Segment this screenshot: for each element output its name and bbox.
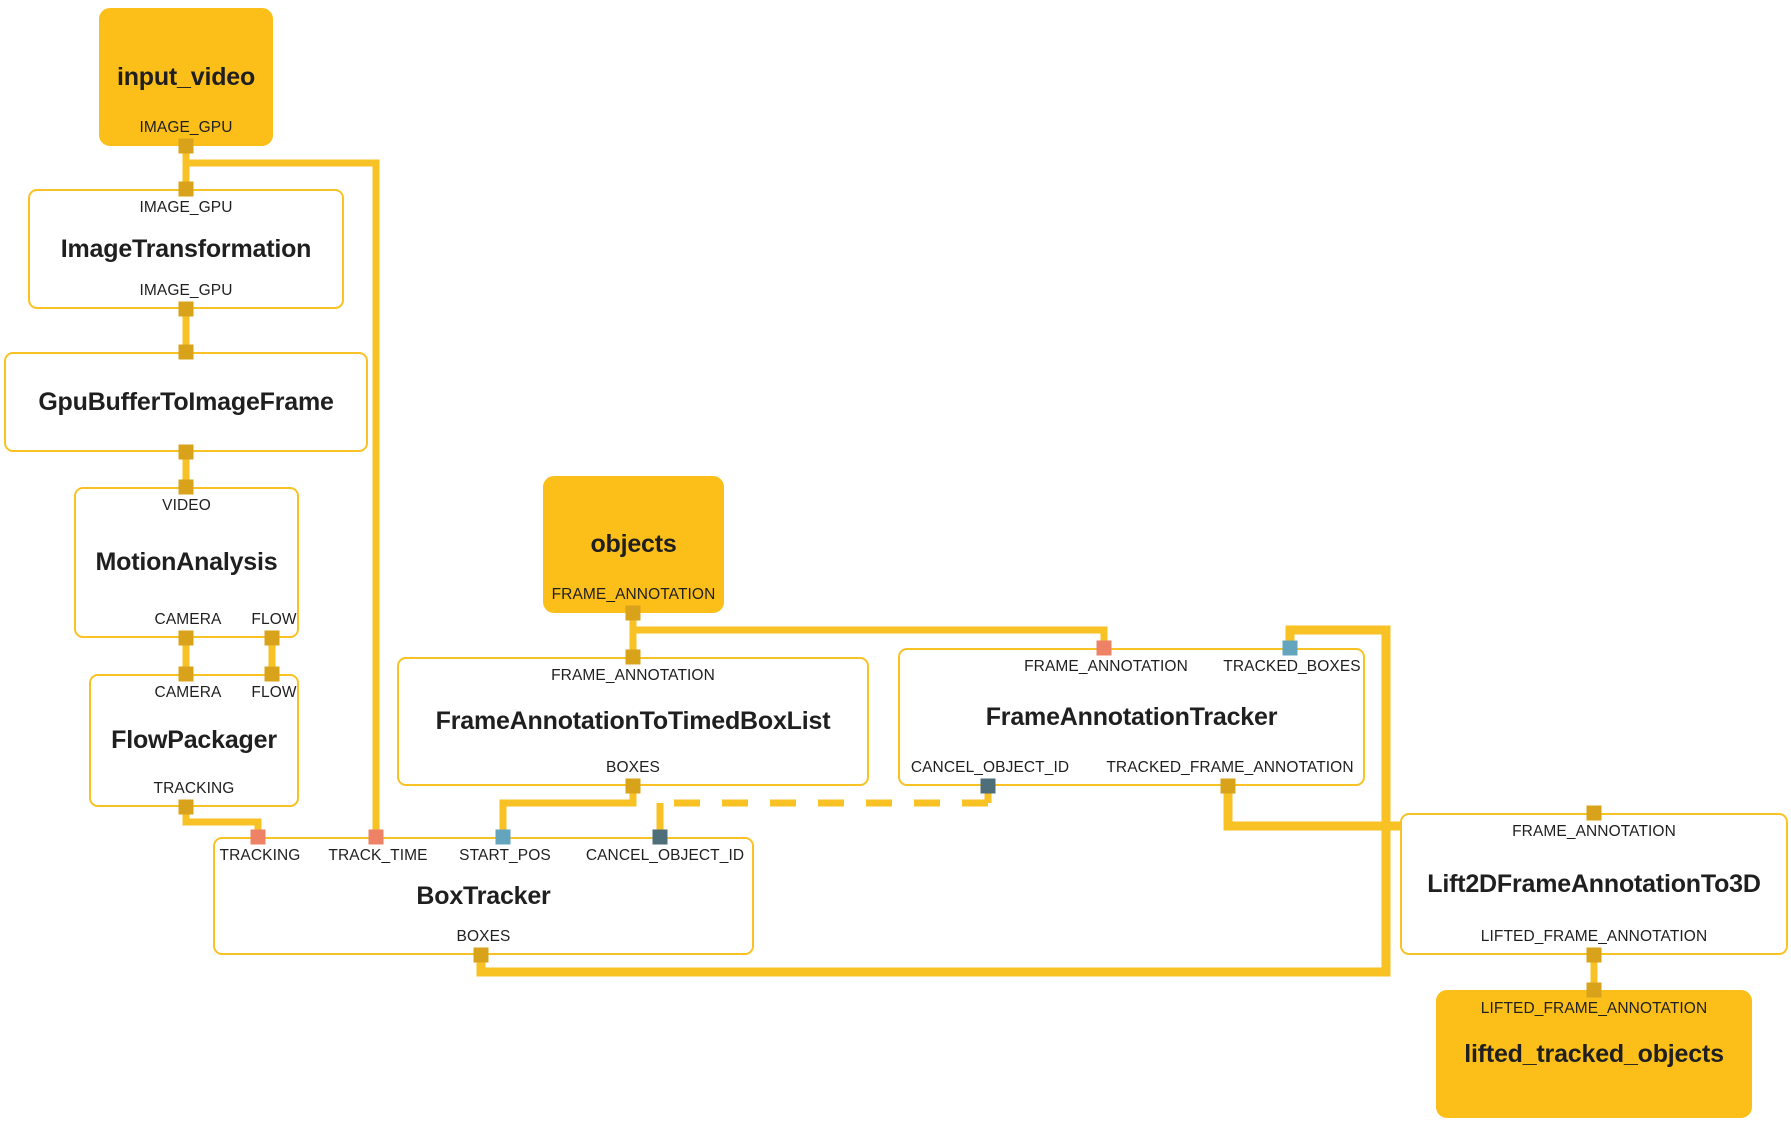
edge-fattbl-boxtracker-startpos [499, 786, 637, 837]
port-label-tracked-frame-annotation-out: TRACKED_FRAME_ANNOTATION [1106, 758, 1354, 776]
port-label-frame-annotation-out: FRAME_ANNOTATION [551, 585, 716, 603]
pin-frame-annotation-tracker-in-tracked-boxes[interactable] [1282, 640, 1298, 656]
port-row-outputs: BOXES [399, 758, 867, 776]
port-label-camera-in: CAMERA [154, 684, 222, 701]
pin-gpu-buffer-out[interactable] [178, 444, 194, 460]
pin-frame-annotation-tracker-out-tracked-frame-annotation[interactable] [1220, 778, 1236, 794]
port-row-outputs: LIFTED_FRAME_ANNOTATION [1402, 927, 1786, 945]
node-flow-packager[interactable]: CAMERA FLOW FlowPackager TRACKING [89, 674, 299, 807]
port-row-outputs: BOXES [215, 927, 752, 945]
node-title: ImageTransformation [60, 234, 312, 263]
pin-input-video-out-image-gpu[interactable] [178, 138, 194, 154]
port-label-cancel-object-id-in: CANCEL_OBJECT_ID [585, 847, 745, 864]
port-row-inputs: FRAME_ANNOTATION [399, 668, 867, 684]
node-title: FrameAnnotationToTimedBoxList [435, 707, 831, 736]
node-gpu-buffer-to-image-frame[interactable]: GpuBufferToImageFrame [4, 352, 368, 452]
port-row-outputs: IMAGE_GPU [101, 118, 271, 136]
pin-fattbl-in-frame-annotation[interactable] [625, 649, 641, 665]
port-label-frame-annotation-in: FRAME_ANNOTATION [1512, 823, 1676, 840]
port-row-outputs: IMAGE_GPU [30, 281, 342, 299]
port-label-start-pos-in: START_POS [459, 847, 551, 864]
port-label-lifted-frame-annotation-out: LIFTED_FRAME_ANNOTATION [1480, 927, 1708, 945]
pin-motion-analysis-in-video[interactable] [178, 479, 194, 495]
node-title: GpuBufferToImageFrame [38, 387, 334, 416]
port-label-image-gpu-in: IMAGE_GPU [139, 199, 233, 216]
port-label-flow-out: FLOW [251, 610, 297, 628]
node-objects[interactable]: objects FRAME_ANNOTATION [543, 476, 724, 613]
node-input-video[interactable]: input_video IMAGE_GPU [99, 8, 273, 146]
port-row-outputs: FRAME_ANNOTATION [545, 585, 722, 603]
pin-frame-annotation-tracker-in-frame-annotation[interactable] [1096, 640, 1112, 656]
node-box-tracker[interactable]: TRACKING TRACK_TIME START_POS CANCEL_OBJ… [213, 837, 754, 955]
port-label-lifted-frame-annotation-in: LIFTED_FRAME_ANNOTATION [1480, 1000, 1708, 1017]
pin-box-tracker-in-track-time[interactable] [368, 829, 384, 845]
pin-lifted-tracked-objects-in[interactable] [1586, 982, 1602, 998]
port-label-track-time-in: TRACK_TIME [328, 847, 428, 864]
port-label-boxes-out: BOXES [606, 758, 660, 776]
pin-objects-out-frame-annotation[interactable] [625, 605, 641, 621]
pin-lift2d-in-frame-annotation[interactable] [1586, 805, 1602, 821]
port-label-frame-annotation-in: FRAME_ANNOTATION [551, 667, 715, 684]
pin-motion-analysis-out-flow[interactable] [264, 630, 280, 646]
node-title: Lift2DFrameAnnotationTo3D [1427, 869, 1761, 898]
pin-flow-packager-out-tracking[interactable] [178, 799, 194, 815]
pin-motion-analysis-out-camera[interactable] [178, 630, 194, 646]
port-row-inputs: IMAGE_GPU [30, 200, 342, 216]
pin-frame-annotation-tracker-out-cancel-object-id[interactable] [980, 778, 996, 794]
port-label-image-gpu-out: IMAGE_GPU [139, 281, 233, 299]
port-label-tracked-boxes-in: TRACKED_BOXES [1223, 658, 1361, 675]
pin-image-transformation-out-image-gpu[interactable] [178, 301, 194, 317]
port-label-image-gpu: IMAGE_GPU [139, 118, 233, 136]
port-row-inputs: FRAME_ANNOTATION [1402, 824, 1786, 840]
edge-objects-frameannotationtracker [633, 626, 1108, 648]
node-motion-analysis[interactable]: VIDEO MotionAnalysis CAMERA FLOW [74, 487, 299, 638]
port-label-video: VIDEO [162, 497, 211, 514]
node-title: FrameAnnotationTracker [985, 702, 1278, 731]
node-frame-annotation-tracker[interactable]: FRAME_ANNOTATION TRACKED_BOXES FrameAnno… [898, 648, 1365, 786]
pin-box-tracker-out-boxes[interactable] [473, 947, 489, 963]
node-lifted-tracked-objects[interactable]: LIFTED_FRAME_ANNOTATION lifted_tracked_o… [1436, 990, 1752, 1118]
pin-box-tracker-in-cancel-object-id[interactable] [652, 829, 668, 845]
port-label-tracking-out: TRACKING [153, 779, 235, 797]
port-label-camera-out: CAMERA [154, 610, 222, 628]
port-label-flow-in: FLOW [251, 684, 297, 701]
pin-lift2d-out-lifted-frame-annotation[interactable] [1586, 947, 1602, 963]
pin-flow-packager-in-camera[interactable] [178, 666, 194, 682]
port-label-cancel-object-id-out: CANCEL_OBJECT_ID [910, 758, 1070, 776]
node-title: BoxTracker [416, 881, 551, 910]
node-title: MotionAnalysis [95, 548, 278, 577]
pin-gpu-buffer-in[interactable] [178, 344, 194, 360]
node-title: lifted_tracked_objects [1464, 1039, 1724, 1068]
node-title: FlowPackager [111, 726, 277, 755]
port-row-inputs: LIFTED_FRAME_ANNOTATION [1438, 1001, 1750, 1017]
pin-fattbl-out-boxes[interactable] [625, 778, 641, 794]
pin-image-transformation-in-image-gpu[interactable] [178, 181, 194, 197]
edge-flowpackager-boxtracker-tracking [182, 807, 262, 837]
node-title: objects [590, 530, 677, 559]
pin-box-tracker-in-start-pos[interactable] [495, 829, 511, 845]
port-row-inputs: VIDEO [76, 498, 297, 514]
port-label-tracking-in: TRACKING [219, 847, 301, 864]
pin-box-tracker-in-tracking[interactable] [250, 829, 266, 845]
port-label-boxes-out: BOXES [456, 927, 511, 945]
node-lift-2d-frame-annotation-to-3d[interactable]: FRAME_ANNOTATION Lift2DFrameAnnotationTo… [1400, 813, 1788, 955]
node-title: input_video [116, 62, 256, 91]
pin-flow-packager-in-flow[interactable] [264, 666, 280, 682]
port-label-frame-annotation-in: FRAME_ANNOTATION [1024, 658, 1188, 675]
port-row-outputs: TRACKING [91, 779, 297, 797]
node-image-transformation[interactable]: IMAGE_GPU ImageTransformation IMAGE_GPU [28, 189, 344, 309]
node-frame-annotation-to-timed-box-list[interactable]: FRAME_ANNOTATION FrameAnnotationToTimedB… [397, 657, 869, 786]
